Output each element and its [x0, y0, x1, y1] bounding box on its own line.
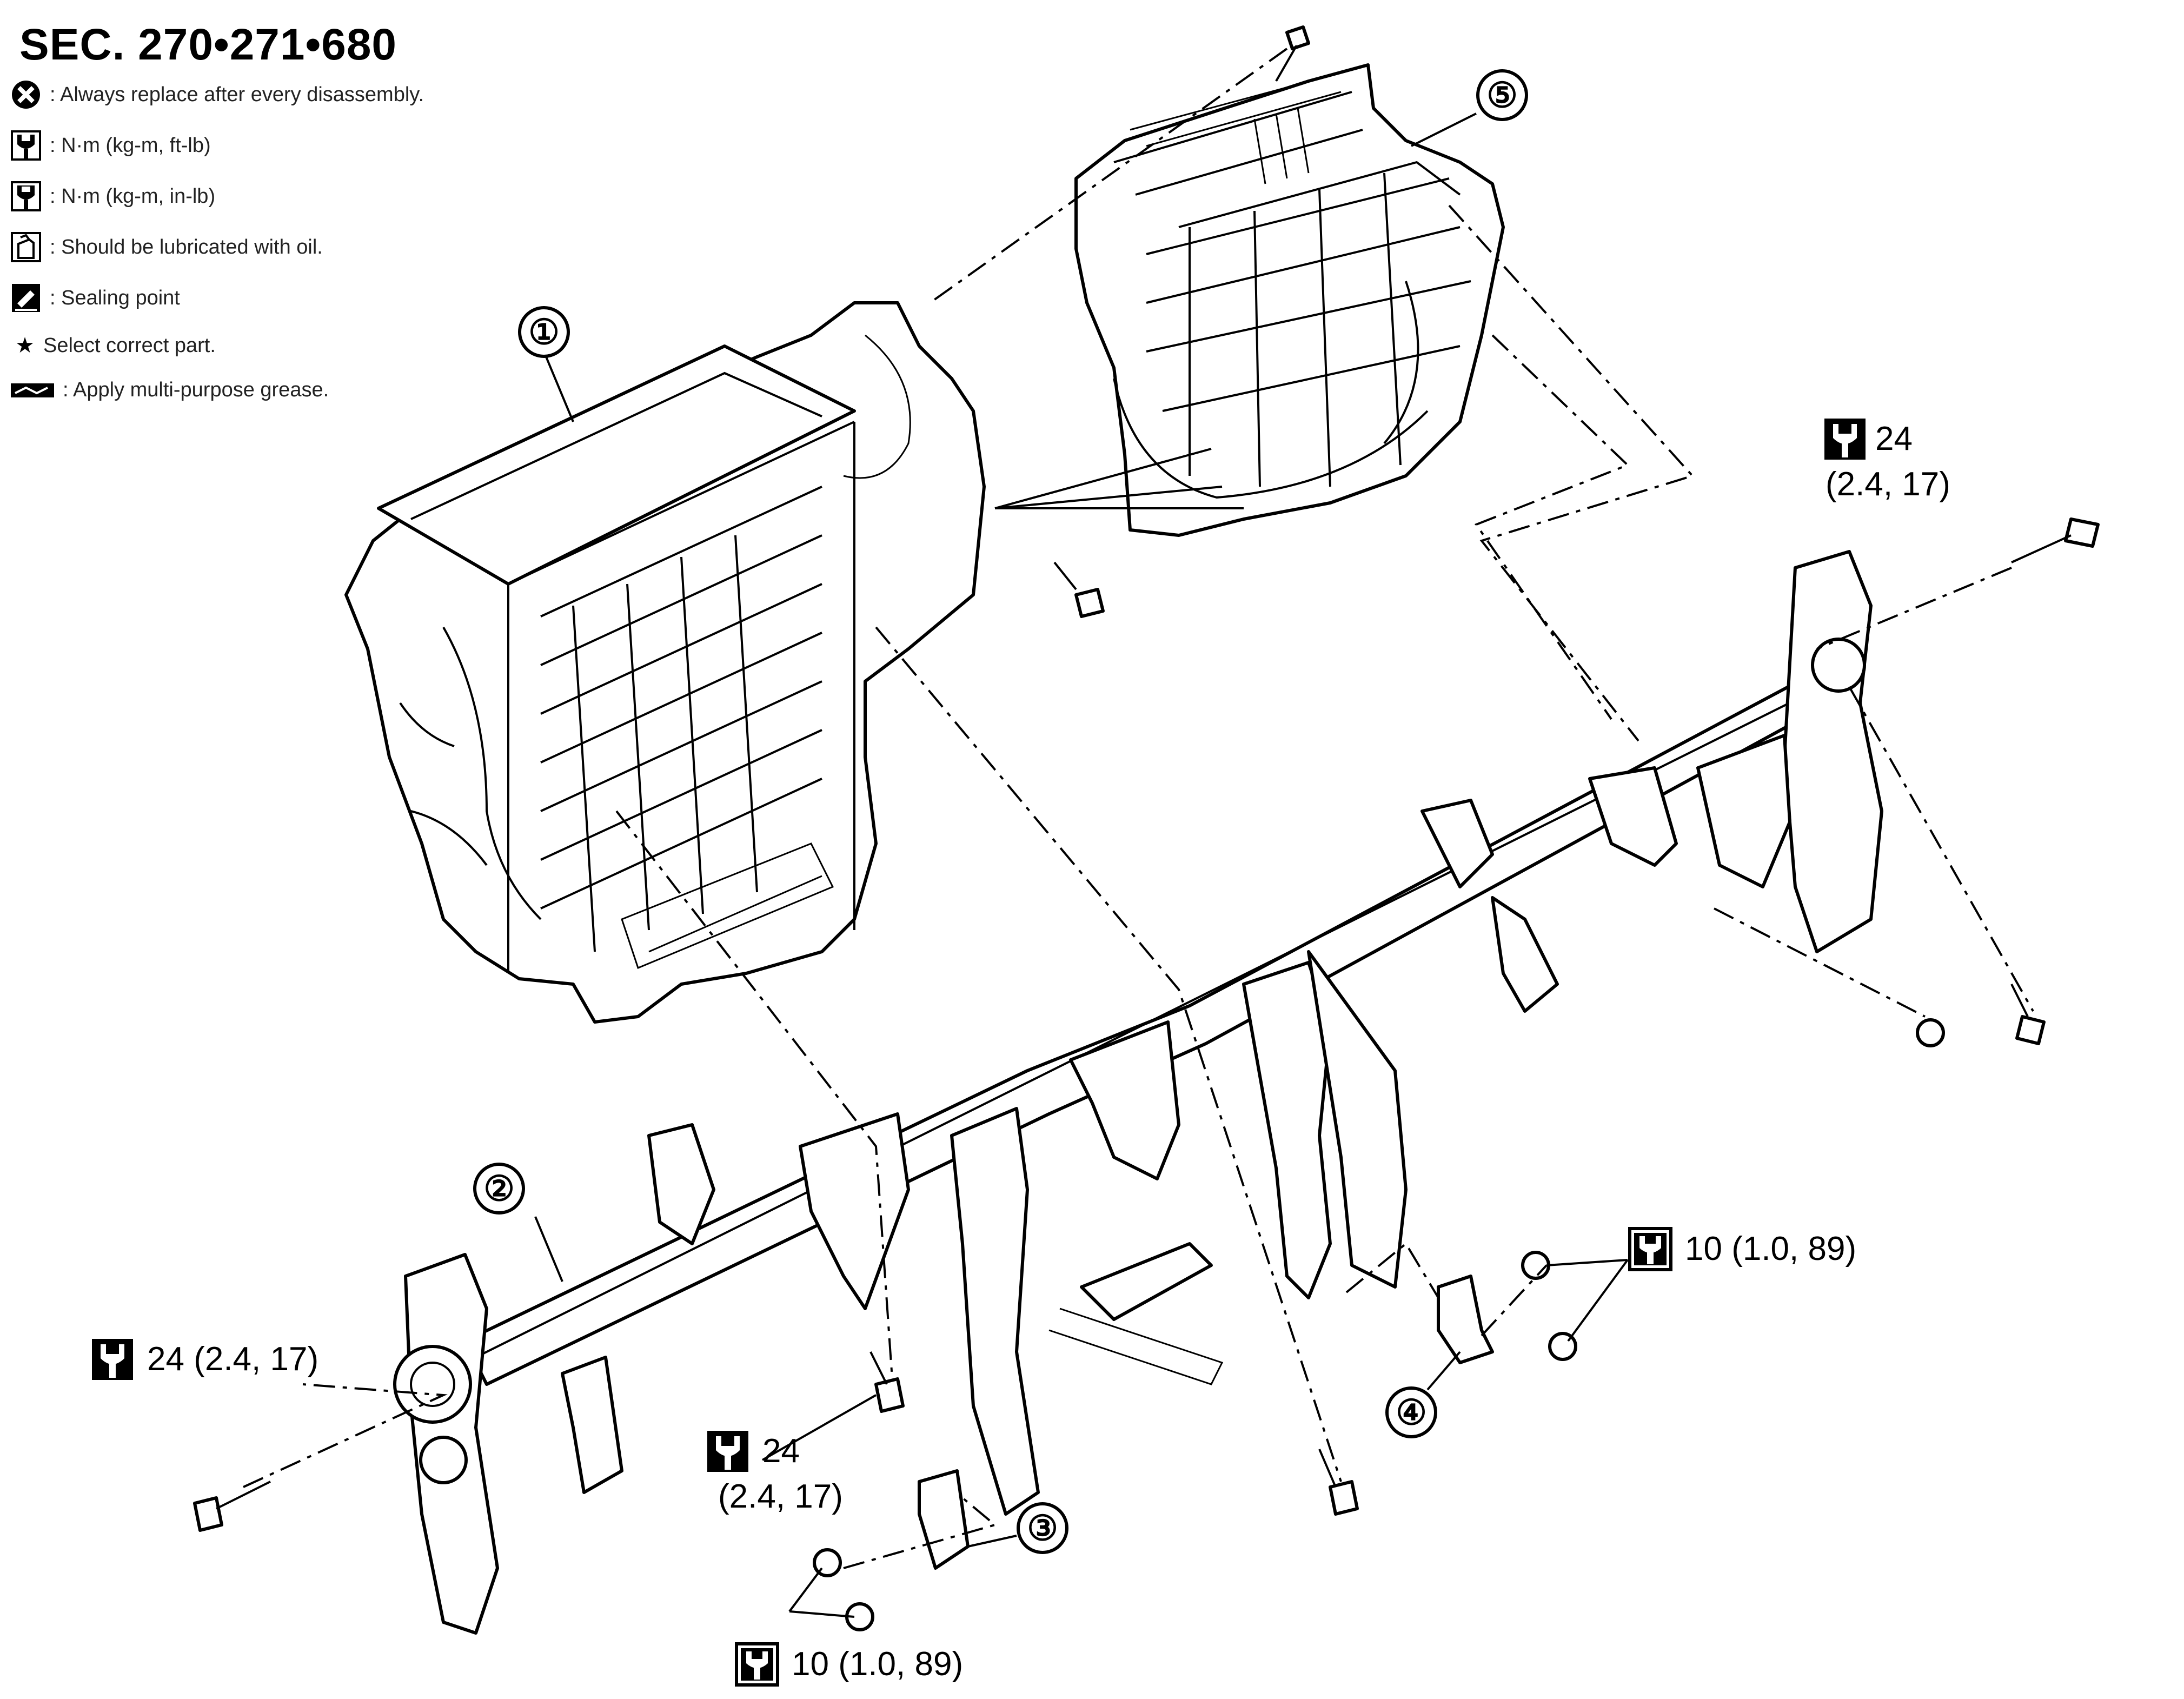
legend-row-select: ★ Select correct part.	[10, 323, 424, 368]
wrench-filled-icon	[1628, 1226, 1673, 1272]
torque-value: 10 (1.0, 89)	[1685, 1230, 1857, 1267]
callout-5: ⑤	[1476, 69, 1528, 121]
torque-spec-bottom: 10 (1.0, 89)	[734, 1642, 963, 1687]
legend-text: Select correct part.	[43, 334, 216, 357]
legend-row-grease: : Apply multi-purpose grease.	[10, 368, 424, 412]
torque-spec-left: 24 (2.4, 17)	[90, 1337, 318, 1382]
legend-text: : N·m (kg-m, ft-lb)	[50, 134, 211, 157]
grease-icon	[10, 374, 55, 406]
legend-row-torque-in: : N·m (kg-m, in-lb)	[10, 171, 424, 222]
cross-circle-icon	[10, 78, 42, 111]
wrench-icon	[1822, 416, 1868, 462]
section-title: SEC. 270•271•680	[19, 20, 397, 69]
heater-cooling-unit-part	[344, 301, 986, 1024]
torque-value: 24	[762, 1432, 800, 1470]
legend-row-torque-ft: : N·m (kg-m, ft-lb)	[10, 120, 424, 171]
torque-spec-right-lower: 10 (1.0, 89)	[1628, 1226, 1856, 1272]
fasteners	[193, 25, 2100, 1631]
legend: : Always replace after every disassembly…	[10, 69, 424, 412]
oil-can-icon	[10, 231, 42, 263]
wrench-icon	[705, 1429, 751, 1474]
legend-row-oil: : Should be lubricated with oil.	[10, 222, 424, 273]
callout-4: ④	[1385, 1386, 1437, 1438]
torque-spec-right-upper: 24 (2.4, 17)	[1822, 416, 1950, 507]
alignment-lines	[243, 48, 2034, 1569]
star-icon: ★	[15, 334, 35, 357]
torque-value-detail: (2.4, 17)	[1825, 465, 1950, 503]
callout-1: ①	[518, 306, 570, 358]
legend-text: : Always replace after every disassembly…	[50, 83, 424, 106]
sealing-icon	[10, 282, 42, 314]
torque-value: 24	[1875, 420, 1913, 457]
leader-lines	[534, 112, 1629, 1618]
blower-unit-part	[1074, 63, 1505, 537]
torque-value-detail: (2.4, 17)	[718, 1477, 843, 1515]
legend-text: : Apply multi-purpose grease.	[63, 379, 329, 401]
steering-member-part	[393, 550, 1883, 1635]
callout-2: ②	[473, 1163, 525, 1214]
legend-row-sealing: : Sealing point	[10, 273, 424, 323]
legend-row-replace: : Always replace after every disassembly…	[10, 69, 424, 120]
callout-3: ③	[1017, 1502, 1068, 1554]
torque-value: 10 (1.0, 89)	[792, 1645, 964, 1683]
legend-text: : N·m (kg-m, in-lb)	[50, 185, 216, 208]
wrench-filled-icon	[10, 180, 42, 213]
legend-text: : Sealing point	[50, 287, 180, 309]
torque-spec-center: 24 (2.4, 17)	[705, 1429, 843, 1519]
wrench-icon	[90, 1337, 135, 1382]
torque-value: 24 (2.4, 17)	[147, 1340, 319, 1378]
legend-text: : Should be lubricated with oil.	[50, 236, 323, 258]
wrench-icon	[10, 129, 42, 162]
wrench-filled-icon	[734, 1642, 780, 1687]
